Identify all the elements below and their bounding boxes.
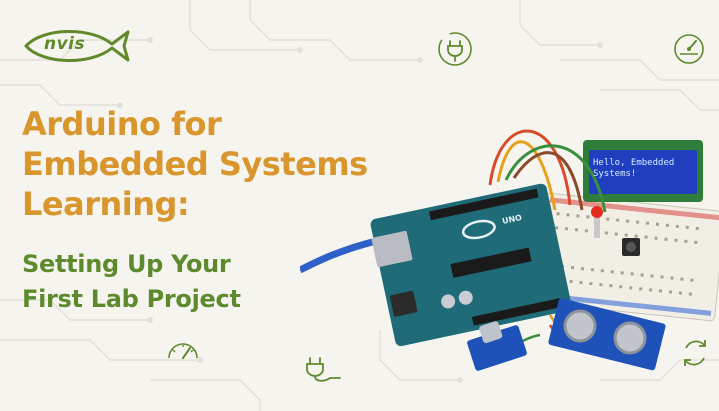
refresh-cycle-icon	[684, 340, 706, 366]
title-line-1: Arduino for	[22, 105, 222, 143]
plug-icon	[438, 32, 472, 66]
subtitle-line-1: Setting Up Your	[22, 250, 231, 278]
gauge-icon	[674, 34, 704, 64]
lcd-line-1: Hello, Embedded	[593, 158, 675, 168]
subtitle-line-2: First Lab Project	[22, 285, 241, 313]
arduino-setup-illustration	[300, 129, 719, 371]
title-line-3: Learning:	[22, 185, 190, 223]
lcd-display-text: Hello, Embedded Systems!	[593, 158, 693, 180]
gauge-icon	[168, 343, 198, 359]
page-title: Arduino for Embedded Systems Learning:	[22, 104, 422, 224]
plug-icon	[306, 357, 341, 382]
logo-text: nvis	[44, 34, 86, 54]
nvis-logo	[24, 29, 130, 63]
page-subtitle: Setting Up Your First Lab Project	[22, 247, 352, 317]
lcd-line-2: Systems!	[593, 169, 637, 179]
title-line-2: Embedded Systems	[22, 145, 368, 183]
